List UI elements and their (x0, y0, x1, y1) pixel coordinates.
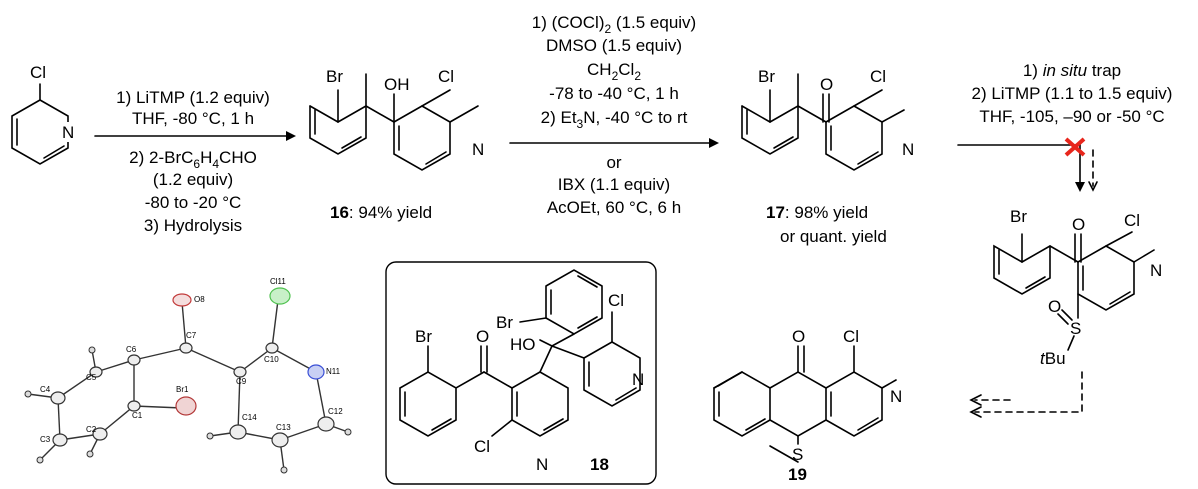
step2-line1: 1) (COCl)2 (1.5 equiv) (532, 13, 696, 36)
sulfox-cl: Cl (1124, 211, 1140, 230)
compound-2-chloropyridine: N Cl (11, 63, 76, 165)
c17-label-2: or quant. yield (780, 227, 887, 246)
step1-line3: 2) 2-BrC6H4CHO (129, 148, 257, 171)
c16-label: 16: 94% yield (330, 203, 432, 222)
step2-line3: CH2Cl2 (587, 60, 641, 83)
ortep-label: C2 (86, 425, 97, 434)
compound-18-box (385, 261, 657, 485)
compound-sulfoxide (993, 231, 1155, 351)
compound-17 (741, 73, 918, 171)
sulfox-n: N (1150, 261, 1162, 280)
c17-cl: Cl (870, 67, 886, 86)
sulfox-o: O (1072, 215, 1085, 234)
step1-line6: 3) Hydrolysis (144, 216, 242, 235)
step1-line2: THF, -80 °C, 1 h (132, 109, 254, 128)
ortep-label: C13 (276, 423, 291, 432)
atom-cl: Cl (30, 63, 46, 82)
ortep-label: Br1 (176, 385, 189, 394)
c18-cl-top: Cl (608, 291, 624, 310)
ortep-label: C6 (126, 345, 137, 354)
step2-line4: -78 to -40 °C, 1 h (549, 84, 679, 103)
compound-16 (309, 73, 486, 171)
c16-br: Br (326, 67, 343, 86)
ortep-label: C3 (40, 435, 51, 444)
arrow-step-1 (94, 131, 296, 141)
step2-line6: IBX (1.1 equiv) (558, 175, 670, 194)
step1-line5: -80 to -20 °C (145, 193, 242, 212)
arrow-to-19 (969, 371, 1083, 418)
step2-or: or (606, 153, 621, 172)
sulfox-o2: O (1048, 297, 1061, 316)
compound-19 (713, 345, 897, 463)
arrow-step-3 (957, 144, 1098, 192)
c16-n: N (472, 140, 484, 159)
step2-line5: 2) Et3N, -40 °C to rt (541, 108, 688, 131)
ortep-label: C5 (86, 373, 97, 382)
c18-n-right: N (632, 370, 644, 389)
crystal-structure: O8 Cl11 C7 C6 C5 C4 C1 Br1 C9 C10 N11 C1… (24, 277, 352, 474)
step3-line1: 1) in situ trap (1023, 61, 1121, 80)
ortep-label: C14 (242, 413, 257, 422)
sulfox-s: S (1070, 319, 1081, 338)
step2-line2: DMSO (1.5 equiv) (546, 36, 682, 55)
c18-o: O (476, 327, 489, 346)
ortep-label: C7 (186, 331, 197, 340)
c18-ho: HO (510, 335, 536, 354)
arrow-step-2 (509, 138, 719, 148)
c17-n: N (902, 140, 914, 159)
step3-line3: THF, -105, –90 or -50 °C (979, 107, 1164, 126)
atom-n: N (62, 123, 74, 142)
c18-br-left: Br (415, 327, 432, 346)
step1-line4: (1.2 equiv) (153, 170, 233, 189)
step3-line2: 2) LiTMP (1.1 to 1.5 equiv) (972, 84, 1173, 103)
c18-cl-bottom: Cl (474, 437, 490, 456)
c18-br-top: Br (496, 313, 513, 332)
ortep-label: O8 (194, 295, 205, 304)
c17-br: Br (758, 67, 775, 86)
step1-line1: 1) LiTMP (1.2 equiv) (116, 88, 270, 107)
c19-n: N (890, 387, 902, 406)
sulfox-tbu: tBu (1040, 349, 1066, 368)
c19-o: O (792, 327, 805, 346)
c19-s: S (792, 445, 803, 464)
ortep-label: N11 (326, 367, 341, 376)
c19-label: 19 (788, 465, 807, 484)
c17-label: 17: 98% yield (766, 203, 868, 222)
ortep-label: C1 (132, 411, 143, 420)
c17-o: O (820, 75, 833, 94)
sulfox-br: Br (1010, 207, 1027, 226)
ortep-label: Cl11 (270, 277, 286, 286)
c19-cl: Cl (843, 327, 859, 346)
c18-label: 18 (590, 455, 609, 474)
cross-mark-icon (1064, 137, 1086, 157)
c16-oh: OH (384, 75, 410, 94)
ortep-label: C10 (264, 355, 279, 364)
compound-18 (399, 269, 641, 437)
ortep-label: C12 (328, 407, 343, 416)
step2-line7: AcOEt, 60 °C, 6 h (547, 198, 681, 217)
c16-cl: Cl (438, 67, 454, 86)
ortep-label: C9 (236, 377, 247, 386)
c18-n-bottom: N (536, 455, 548, 474)
ortep-label: C4 (40, 385, 51, 394)
